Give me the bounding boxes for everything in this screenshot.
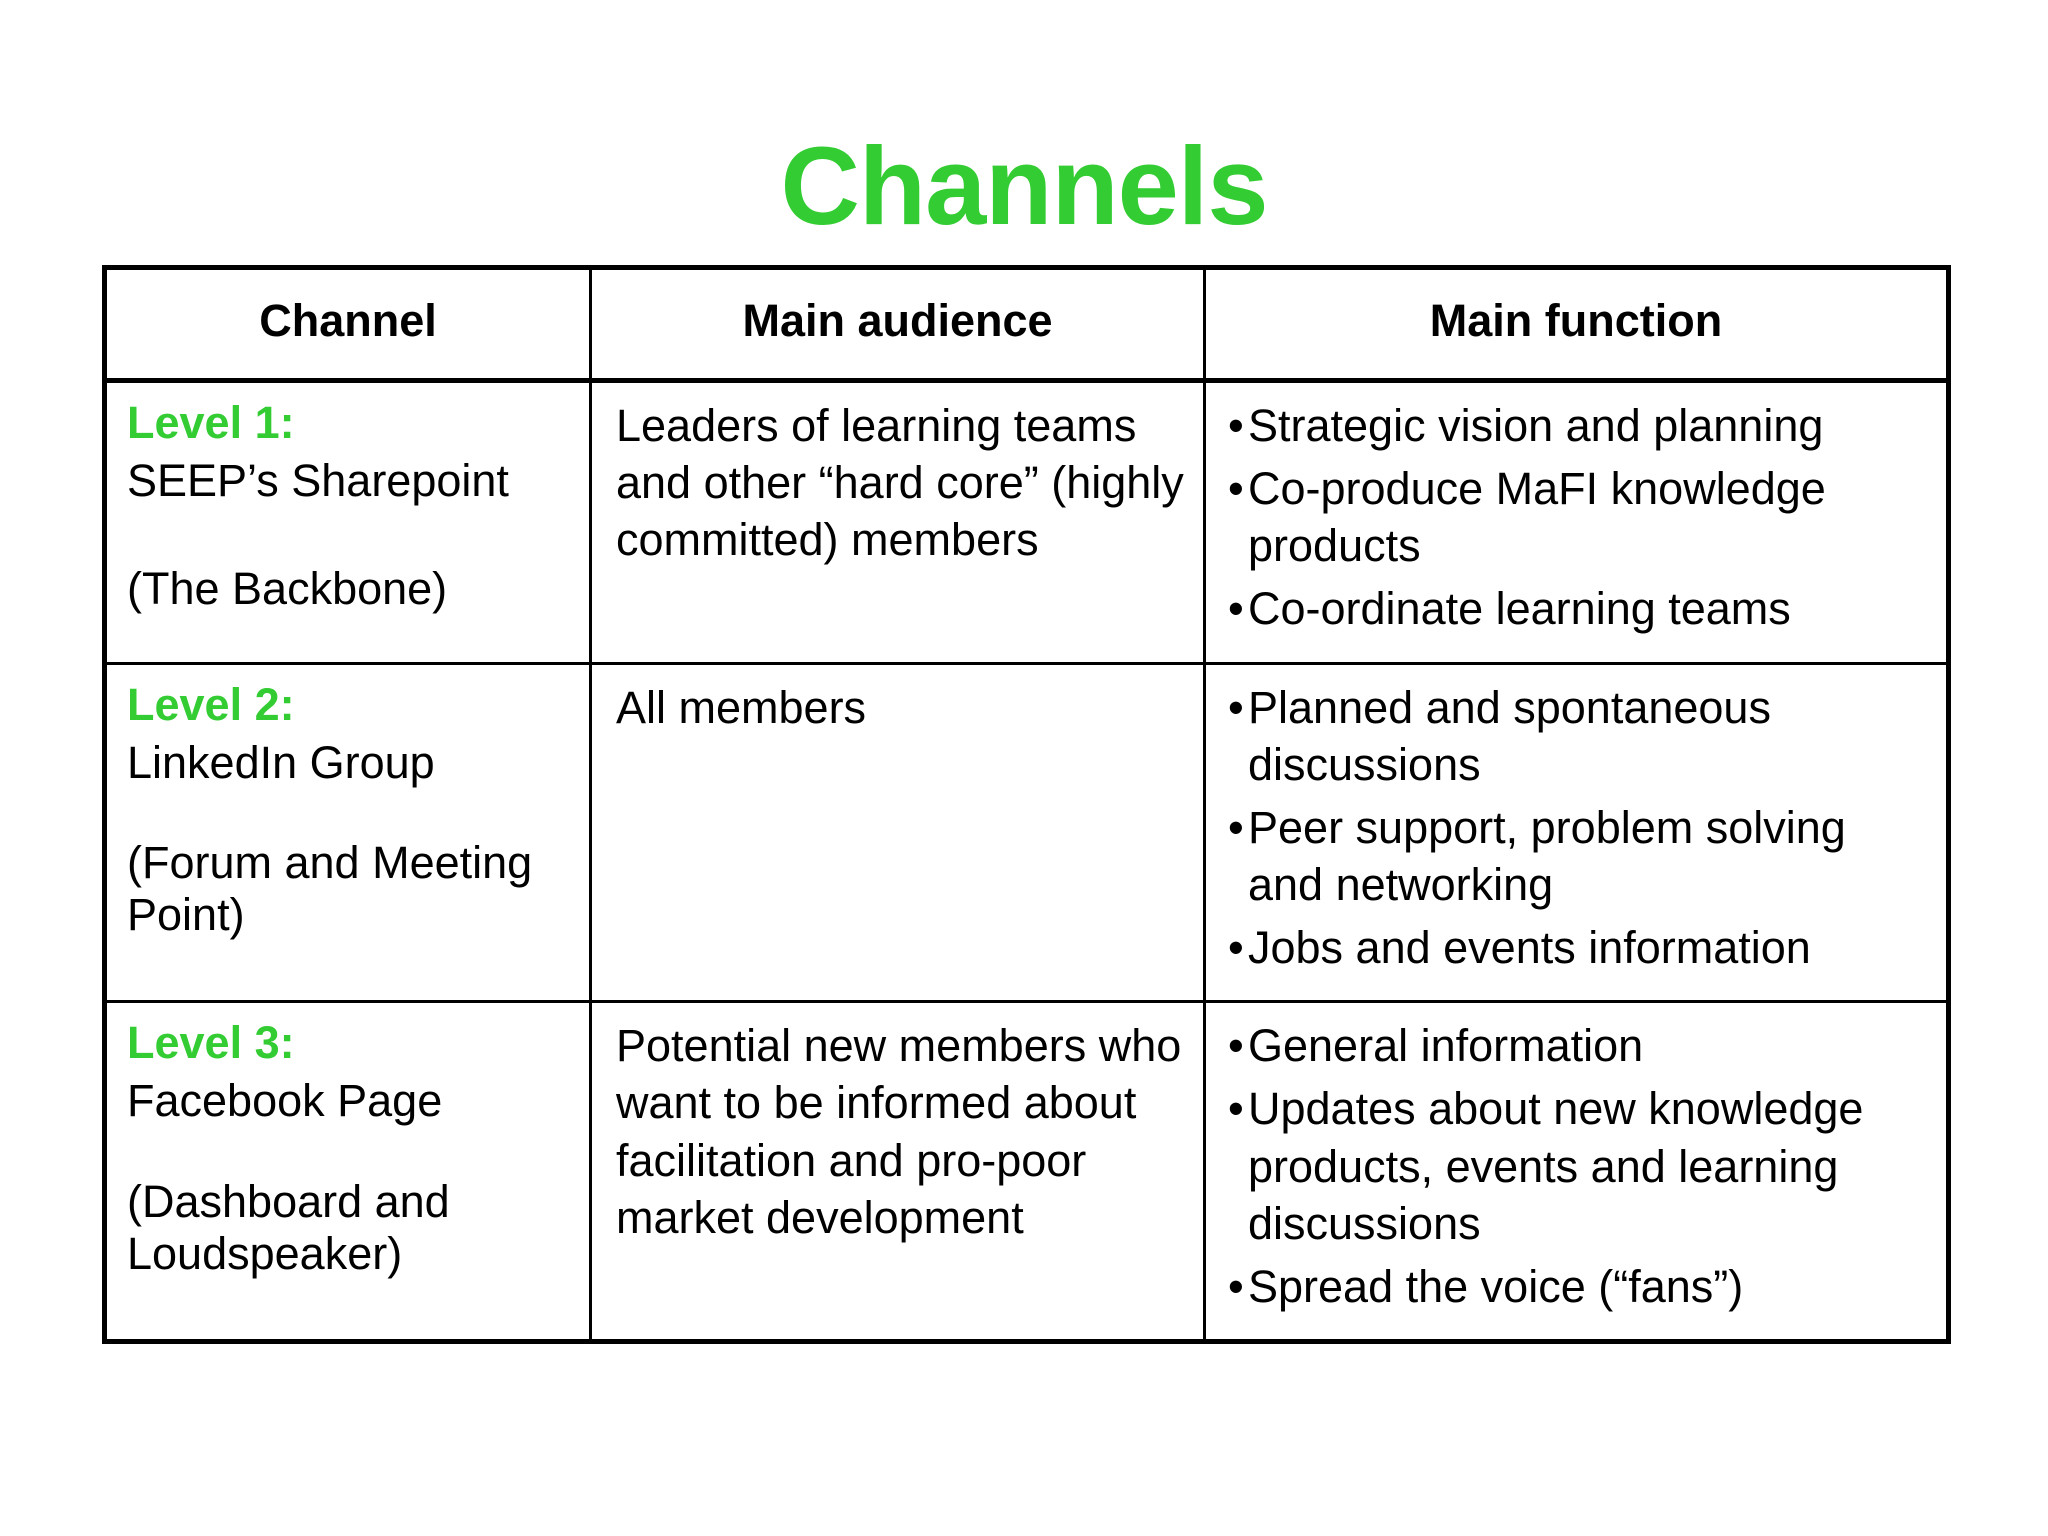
list-item: Co-produce MaFI knowledge products: [1226, 460, 1932, 574]
list-item: Planned and spontaneous discussions: [1226, 679, 1932, 793]
cell-channel-level-1: Level 1: SEEP’s Sharepoint (The Backbone…: [103, 379, 592, 665]
function-bullet-list: Strategic vision and planning Co-produce…: [1226, 397, 1932, 638]
list-item: Strategic vision and planning: [1226, 397, 1932, 454]
table-header-row: Channel Main audience Main function: [103, 266, 1950, 383]
column-header-audience: Main audience: [589, 266, 1206, 383]
channels-table: Channel Main audience Main function Leve…: [102, 265, 1951, 1344]
table-row: Level 1: SEEP’s Sharepoint (The Backbone…: [103, 379, 1950, 665]
list-item: Spread the voice (“fans”): [1226, 1258, 1932, 1315]
table-row: Level 2: LinkedIn Group (Forum and Meeti…: [103, 661, 1950, 1004]
audience-text: All members: [616, 681, 867, 733]
channel-name: SEEP’s Sharepoint: [127, 455, 509, 507]
cell-function-level-2: Planned and spontaneous discussions Peer…: [1203, 661, 1950, 1004]
list-item: Updates about new knowledge products, ev…: [1226, 1080, 1932, 1251]
function-bullet-list: General information Updates about new kn…: [1226, 1017, 1932, 1315]
cell-audience-level-2: All members: [589, 661, 1206, 1004]
list-item: Co-ordinate learning teams: [1226, 580, 1932, 637]
channel-alias: (Dashboard and Loudspeaker): [127, 1175, 450, 1279]
channel-alias: (Forum and Meeting Point): [127, 836, 533, 941]
page-title: Channels: [780, 124, 1268, 248]
channel-alias: (The Backbone): [127, 563, 448, 615]
cell-audience-level-3: Potential new members who want to be inf…: [589, 1000, 1206, 1343]
cell-function-level-3: General information Updates about new kn…: [1203, 1000, 1950, 1343]
column-header-channel: Channel: [103, 266, 592, 383]
cell-audience-level-1: Leaders of learning teams and other “har…: [589, 379, 1206, 665]
audience-text: Leaders of learning teams and other “har…: [616, 400, 1184, 566]
level-label: Level 3:: [127, 1017, 295, 1069]
function-bullet-list: Planned and spontaneous discussions Peer…: [1226, 679, 1932, 977]
list-item: Peer support, problem solving and networ…: [1226, 799, 1932, 913]
audience-text: Potential new members who want to be inf…: [616, 1020, 1182, 1243]
cell-function-level-1: Strategic vision and planning Co-produce…: [1203, 379, 1950, 665]
list-item: Jobs and events information: [1226, 919, 1932, 976]
channel-name: LinkedIn Group: [127, 736, 435, 788]
cell-channel-level-2: Level 2: LinkedIn Group (Forum and Meeti…: [103, 661, 592, 1004]
level-label: Level 1:: [127, 397, 295, 448]
cell-channel-level-3: Level 3: Facebook Page (Dashboard and Lo…: [103, 1000, 592, 1343]
table-header: Channel Main audience Main function: [103, 266, 1950, 383]
channel-name: Facebook Page: [127, 1075, 443, 1127]
column-header-function: Main function: [1203, 266, 1950, 383]
table-body: Level 1: SEEP’s Sharepoint (The Backbone…: [103, 379, 1950, 1343]
list-item: General information: [1226, 1017, 1932, 1074]
level-label: Level 2:: [127, 678, 295, 730]
table-row: Level 3: Facebook Page (Dashboard and Lo…: [103, 1000, 1950, 1343]
